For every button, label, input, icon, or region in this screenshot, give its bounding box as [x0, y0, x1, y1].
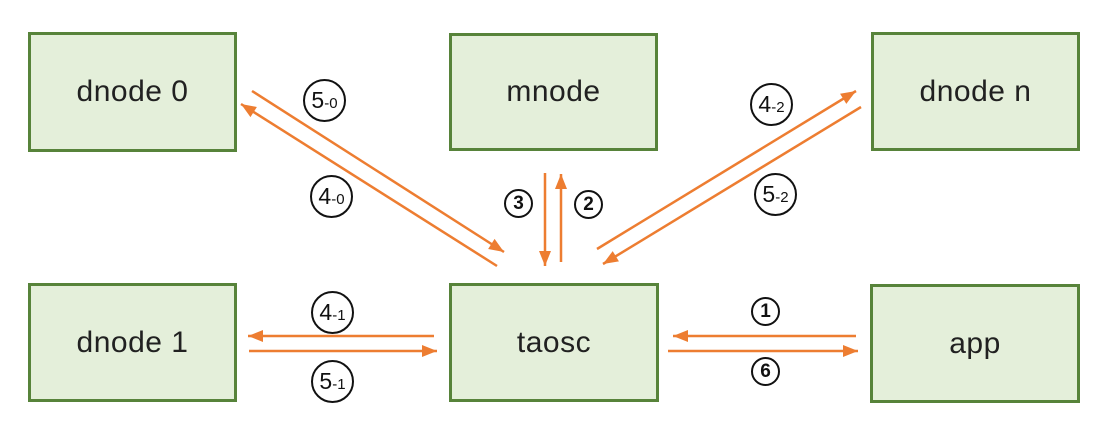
arrow-dnode0-to-taosc: [251, 89, 505, 254]
node-mnode-label: mnode: [506, 75, 601, 108]
node-dnode-1: dnode 1: [28, 283, 237, 402]
arrow-dnoden-to-taosc: [602, 105, 862, 266]
edge-label-4-0: 4-0: [310, 175, 353, 218]
edge-label-1: 1: [751, 297, 780, 326]
edge-label-4-1: 4-1: [311, 291, 354, 334]
edge-label-6: 6: [751, 357, 780, 386]
arrow-taosc-to-dnode0: [240, 102, 498, 268]
node-taosc: taosc: [449, 283, 659, 402]
node-dnode-1-label: dnode 1: [76, 325, 189, 359]
arrow-taosc-to-dnoden: [596, 89, 857, 251]
edge-label-5-0: 5-0: [303, 79, 346, 122]
node-app: app: [870, 284, 1080, 403]
node-dnode-0: dnode 0: [28, 32, 237, 152]
node-app-label: app: [949, 326, 1001, 360]
edge-label-4-2: 4-2: [750, 83, 793, 126]
edge-label-5-2: 5-2: [754, 173, 797, 216]
node-dnode-n: dnode n: [871, 32, 1080, 151]
edge-label-2: 2: [574, 190, 603, 219]
node-dnode-0-label: dnode 0: [76, 75, 189, 108]
node-mnode: mnode: [449, 33, 658, 151]
edge-label-5-1: 5-1: [311, 360, 354, 403]
node-dnode-n-label: dnode n: [919, 74, 1032, 108]
node-taosc-label: taosc: [516, 325, 592, 359]
edge-label-3: 3: [504, 189, 533, 218]
